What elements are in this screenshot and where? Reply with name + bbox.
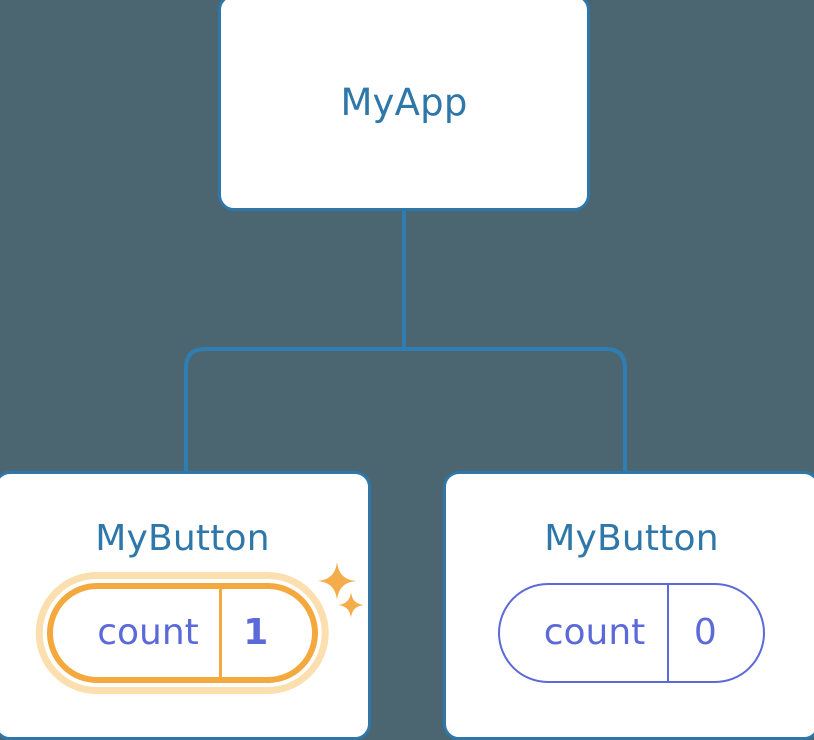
node-card-root[interactable]: MyApp	[218, 0, 590, 211]
node-title-mybutton-1: MyButton	[95, 518, 270, 559]
state-pill-value-2: 0	[667, 585, 763, 681]
state-pill-wrapper-2: count 0	[497, 583, 766, 683]
connector-child-bus	[184, 347, 627, 471]
state-pill-key-2: count	[543, 612, 646, 653]
node-title-root: MyApp	[340, 81, 468, 124]
node-card-mybutton-1[interactable]: MyButton count 1	[0, 471, 371, 740]
state-pill-wrapper-1: count 1	[36, 572, 329, 694]
node-card-mybutton-2[interactable]: MyButton count 0	[443, 471, 814, 740]
state-pill-count-2[interactable]: count 0	[497, 583, 766, 683]
node-title-mybutton-2: MyButton	[544, 518, 719, 559]
state-pill-key-1: count	[97, 612, 199, 653]
state-pill-value-1: 1	[218, 589, 312, 677]
state-pill-count-1[interactable]: count 1	[47, 583, 318, 683]
